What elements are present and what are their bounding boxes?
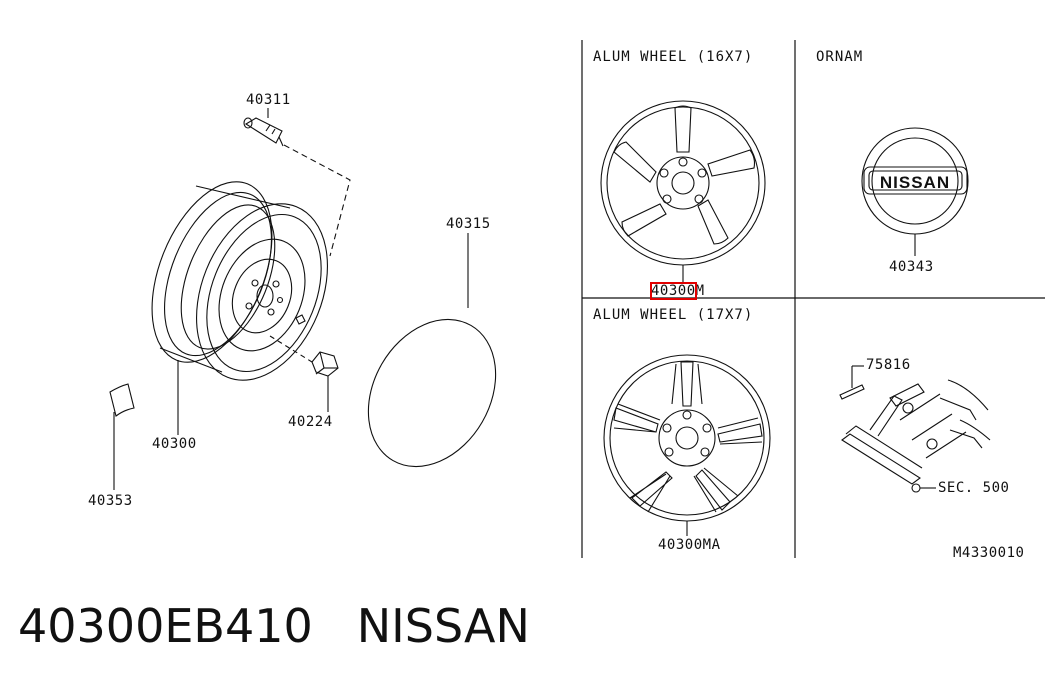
frame-assembly-icon: [839, 365, 991, 493]
nut-leader-dashed: [269, 335, 313, 363]
emblem-text: NISSAN: [880, 173, 950, 192]
part-label-40300m[interactable]: 40300M: [650, 282, 705, 300]
part-label-40343[interactable]: 40343: [889, 259, 934, 275]
alum-wheel-16-icon: [600, 100, 766, 266]
part-label-40311[interactable]: 40311: [246, 92, 291, 108]
diagram-drawing: NISSAN: [109, 40, 1045, 558]
film-40315-icon: [367, 318, 497, 468]
part-suffix: M: [695, 283, 705, 299]
diagram-code: M4330010: [953, 545, 1025, 561]
valve-stem-icon: [243, 117, 284, 147]
lug-nut-icon: [311, 351, 339, 377]
part-label-75816[interactable]: 75816: [866, 357, 911, 373]
part-label-40300[interactable]: 40300: [152, 436, 197, 452]
highlighted-part-number: 40300: [650, 282, 697, 300]
part-label-40315[interactable]: 40315: [446, 216, 491, 232]
parts-diagram: NISSAN ALUM WHEEL (16X7: [88, 40, 1045, 561]
panel-title-alum-17: ALUM WHEEL (17X7): [593, 307, 754, 323]
part-label-40300ma[interactable]: 40300MA: [658, 537, 721, 553]
steel-wheel-icon: [151, 181, 328, 381]
part-label-40353[interactable]: 40353: [88, 493, 133, 509]
panel-title-alum-16: ALUM WHEEL (16X7): [593, 49, 754, 65]
ornament-emblem-icon: NISSAN: [861, 127, 969, 235]
brand-name: NISSAN: [356, 599, 530, 653]
alum-wheel-17-icon: [603, 354, 771, 522]
section-ref-sec-500[interactable]: SEC. 500: [938, 480, 1010, 496]
part-label-40224[interactable]: 40224: [288, 414, 333, 430]
valve-leader-dashed: [283, 144, 351, 257]
balance-weight-icon: [109, 383, 135, 417]
panel-title-ornam: ORNAM: [816, 49, 864, 65]
part-number: 40300EB410: [18, 599, 313, 653]
panel-dividers: [581, 40, 1045, 558]
